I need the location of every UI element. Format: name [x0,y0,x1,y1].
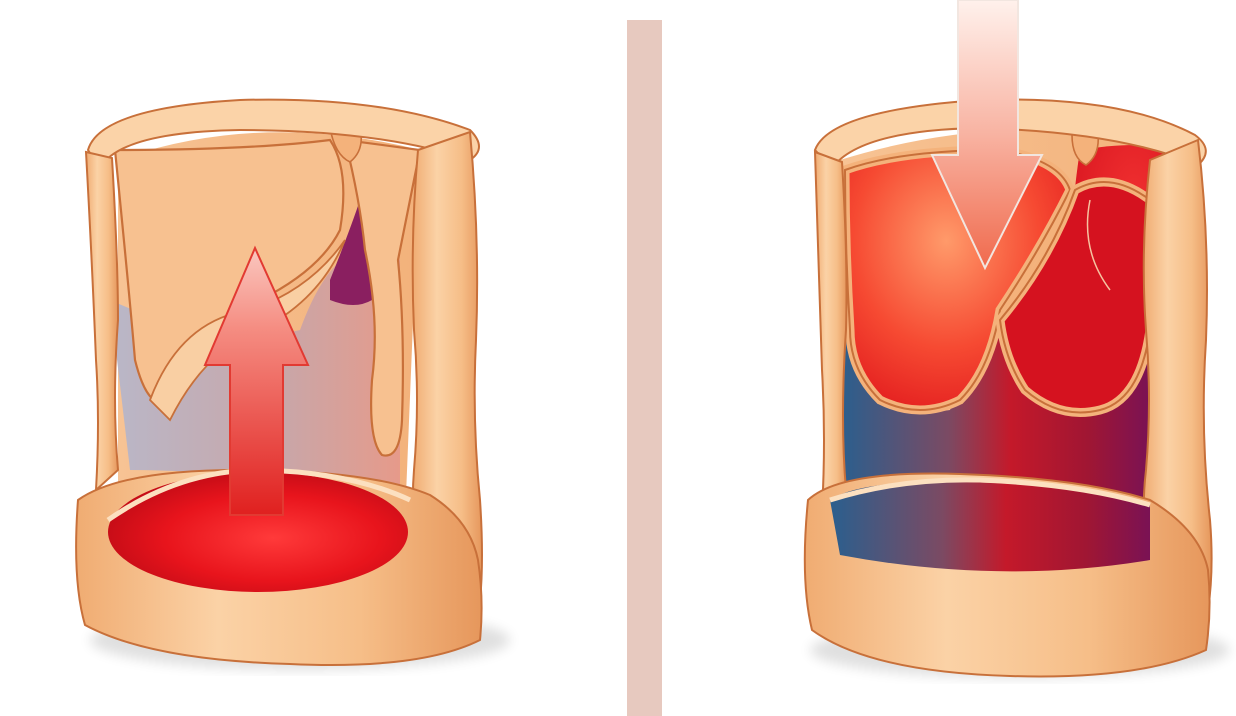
left-vein-open-valve [75,100,510,670]
left-wall-left-strip [86,152,118,490]
right-wall-left-strip [815,152,847,510]
right-vein-closed-valve [805,0,1230,678]
panel-divider [627,20,662,716]
